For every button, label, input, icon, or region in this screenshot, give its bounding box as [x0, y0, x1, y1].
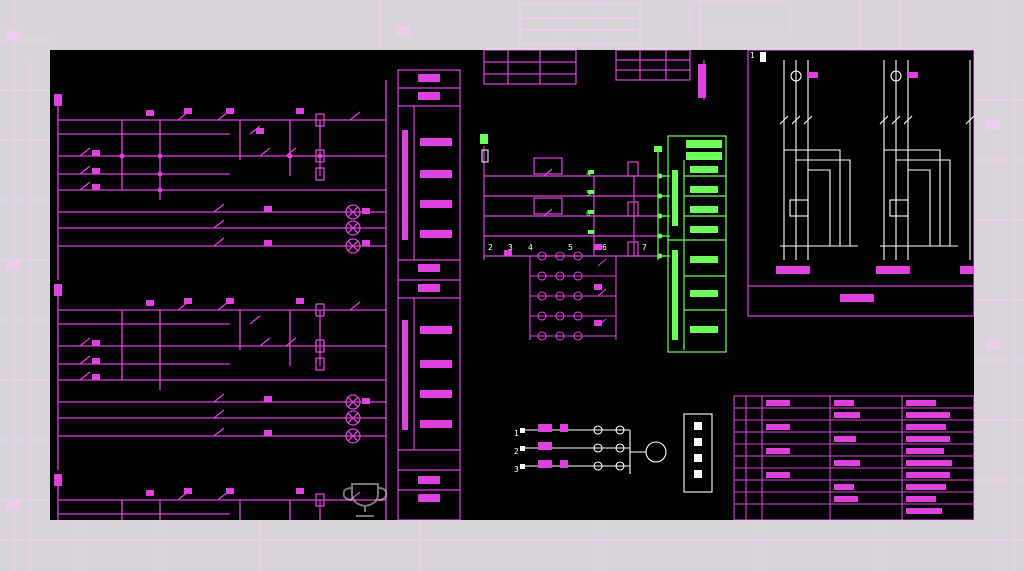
channel-label-5: 5: [586, 189, 591, 198]
trophy-icon: [342, 483, 388, 517]
relay-circuit: [483, 146, 660, 260]
control-circuit-block-2: [57, 290, 386, 470]
terminal-label-3: 3: [508, 243, 513, 252]
power-circuit-panel: [747, 50, 974, 317]
motor-branch-1: [779, 60, 858, 260]
function-description-column: [397, 69, 461, 520]
channel-label-1: 1: [514, 429, 519, 438]
terminal-label-4: 4: [528, 243, 533, 252]
top-reference-tables: [483, 50, 705, 100]
terminal-label-2: 2: [488, 243, 493, 252]
watermark-logo: [342, 483, 388, 517]
signal-legend-table: [667, 135, 727, 353]
motor-branch-2: [879, 60, 958, 260]
motor-branch-3: [965, 60, 974, 260]
cad-drawing-area: 2 3 4 5 6 7 1 2 3 4 5 6 1: [50, 50, 974, 520]
channel-label-4: 4: [586, 169, 591, 178]
channel-label-3: 3: [514, 465, 519, 474]
channel-label-6: 6: [586, 209, 591, 218]
terminal-strip: [657, 150, 670, 260]
terminal-label-6: 6: [602, 243, 607, 252]
ammeter-circuit: [524, 413, 713, 493]
side-label: 1: [750, 51, 755, 60]
terminal-label-5: 5: [568, 243, 573, 252]
channel-label-2: 2: [514, 447, 519, 456]
control-circuit-block-1: [57, 80, 387, 520]
electrical-schematic: 2 3 4 5 6 7 1 2 3 4 5 6 1: [54, 50, 974, 520]
selector-matrix: [484, 251, 640, 341]
parts-list-table: [733, 395, 974, 520]
terminal-label-7: 7: [642, 243, 647, 252]
